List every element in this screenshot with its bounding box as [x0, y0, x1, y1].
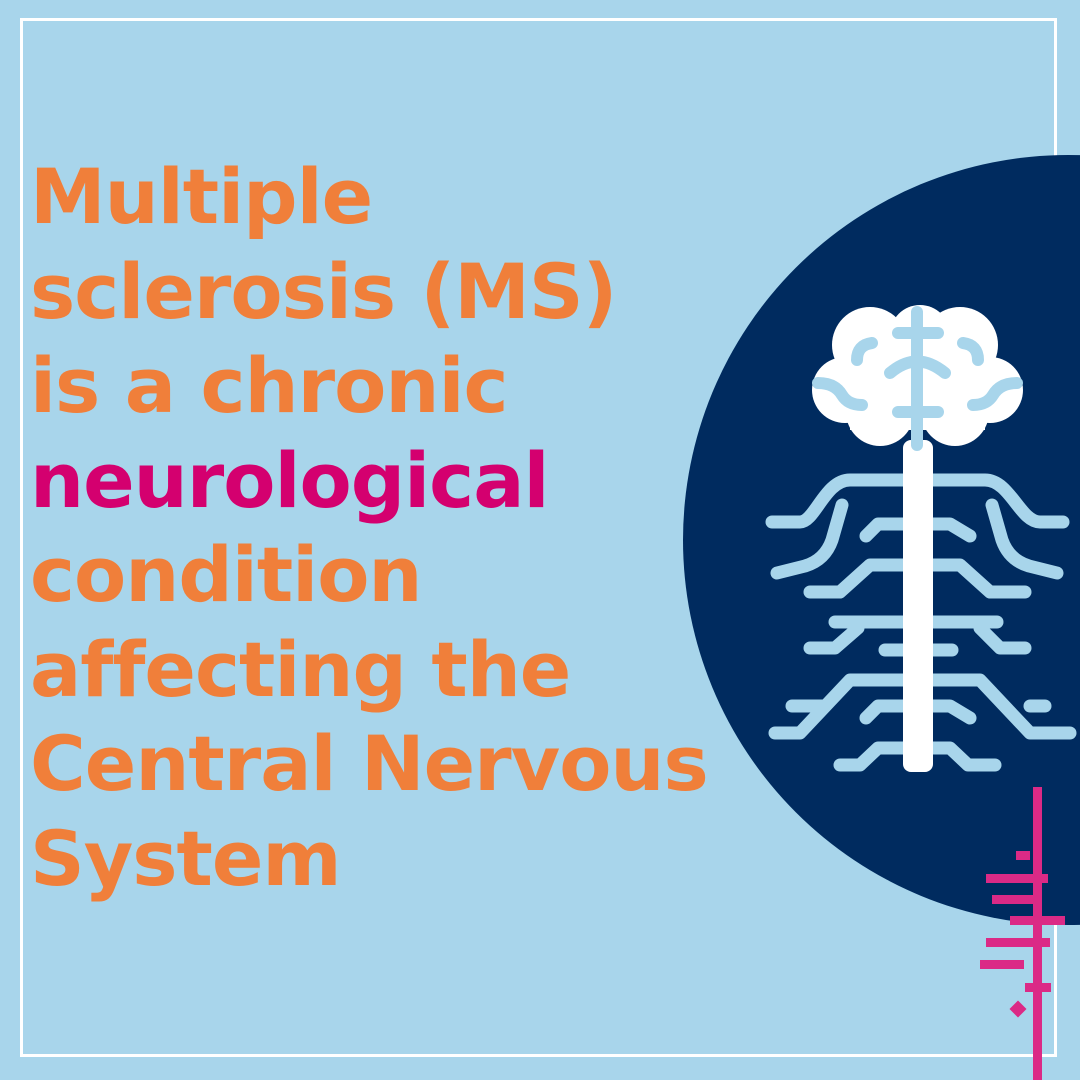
headline-line: Multiple [30, 152, 373, 241]
headline-line: affecting the [30, 624, 571, 714]
spinal-cord-icon [903, 440, 933, 772]
headline-highlight: neurological [30, 435, 550, 525]
headline-line: condition [30, 530, 423, 619]
navy-circle [683, 155, 1080, 925]
headline: Multiple sclerosis (MS) is a chronic neu… [30, 150, 709, 906]
headline-line: Central Nervous [30, 719, 709, 808]
decorative-lines-icon [980, 787, 1065, 1080]
headline-line: sclerosis (MS) [30, 246, 617, 336]
brain-icon [812, 305, 1023, 451]
headline-line: is a chronic [30, 341, 509, 430]
headline-line: System [30, 813, 342, 903]
